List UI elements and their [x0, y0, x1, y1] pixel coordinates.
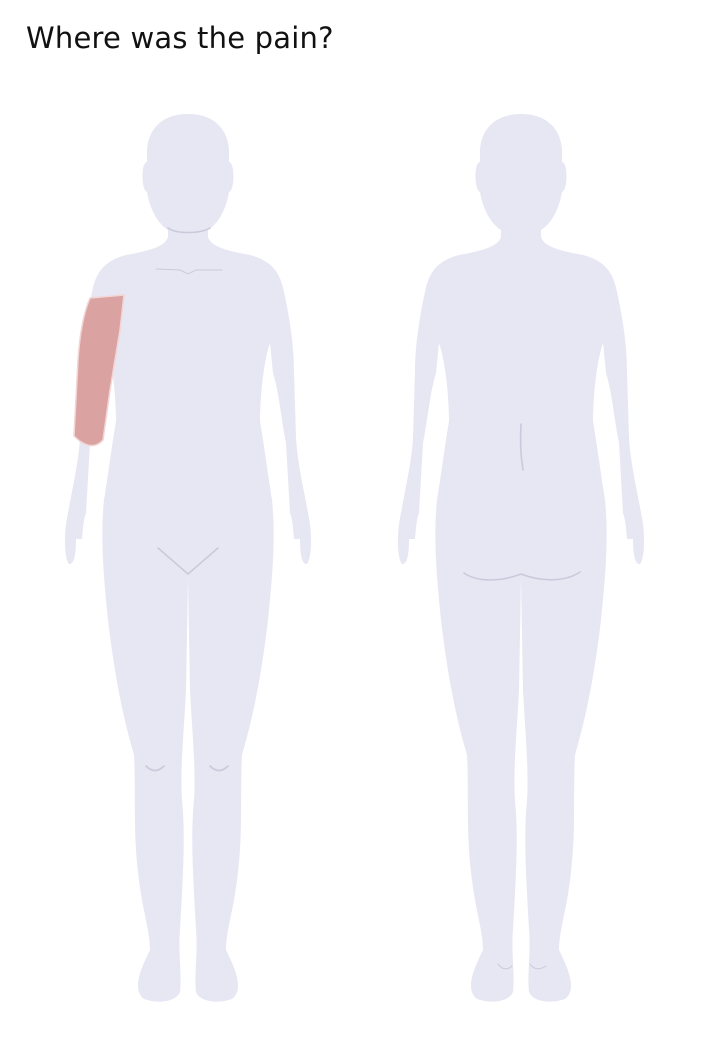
front-silhouette[interactable] [64, 114, 312, 1002]
pain-region-right-upper-arm[interactable] [73, 294, 125, 447]
back-silhouette[interactable] [397, 114, 645, 1002]
front-view [64, 114, 312, 1002]
back-buttocks-line [463, 571, 581, 581]
front-chin-line [167, 227, 211, 234]
back-view [397, 114, 645, 1002]
front-left-knee-line [145, 765, 165, 772]
front-collarbone-line [155, 268, 223, 275]
back-spine-line [519, 423, 524, 471]
back-right-heel-line [529, 963, 547, 970]
back-left-heel-line [497, 963, 513, 970]
front-groin-line [157, 547, 219, 576]
front-right-knee-line [209, 765, 229, 772]
question-title: Where was the pain? [26, 21, 334, 55]
